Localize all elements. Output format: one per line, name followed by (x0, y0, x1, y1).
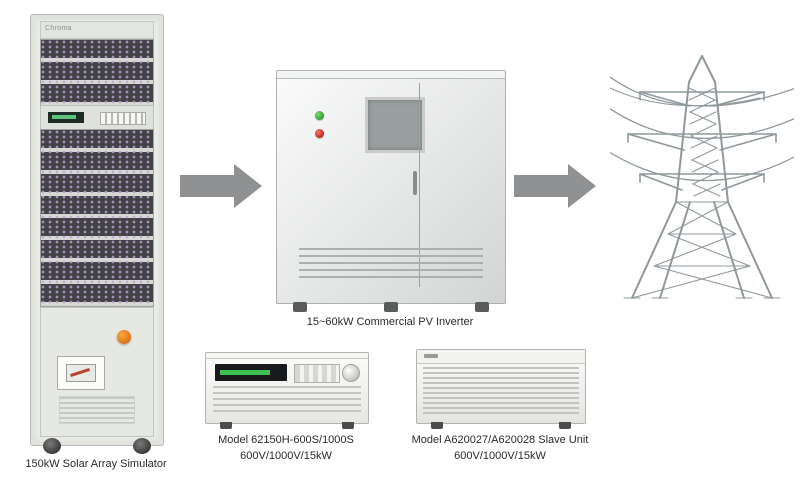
brand-mark-icon (424, 354, 438, 358)
unit-vent-grille (213, 386, 361, 414)
arrow-head (234, 164, 262, 208)
slave-unit-rating: 600V/1000V/15kW (454, 450, 546, 462)
breaker-handle (66, 364, 96, 382)
unit-foot-icon (431, 422, 443, 429)
unit-foot-icon (342, 422, 354, 429)
unit-display (215, 364, 287, 381)
arrow-shaft (180, 175, 234, 197)
inverter-vent-grille (299, 243, 483, 279)
inverter-caption: 15~60kW Commercial PV Inverter (306, 316, 474, 328)
control-display (48, 112, 84, 123)
unit-foot-icon (220, 422, 232, 429)
green-indicator-led-icon (315, 111, 324, 120)
unit-keypad (294, 364, 340, 383)
rack-vent-grille (59, 396, 135, 424)
tower-lattice (623, 87, 781, 299)
brand-logo: Chroma (45, 25, 72, 32)
arrow-shaft (514, 175, 568, 197)
inverter-top-cap (277, 71, 505, 79)
arrow-head (568, 164, 596, 208)
master-unit-caption: Model 62150H-600S/1000S 600V/1000V/15kW (186, 432, 386, 464)
unit-top-edge (206, 353, 368, 359)
emergency-stop-button-icon (117, 330, 131, 344)
inverter-display-window (365, 97, 425, 153)
tower-arms (627, 91, 777, 191)
caster-wheel-icon (43, 438, 61, 454)
control-keypad (100, 112, 146, 125)
slave-unit-model: Model A620027/A620028 Slave Unit (411, 434, 589, 446)
tower-body (631, 55, 773, 299)
rotary-knob-icon (342, 364, 360, 382)
door-handle (413, 171, 417, 195)
caster-foot-icon (293, 302, 307, 312)
master-unit-model: Model 62150H-600S/1000S (218, 434, 354, 446)
solar-array-simulator-rack: Chroma (30, 14, 164, 454)
slave-unit-a620027 (416, 349, 586, 429)
caster-foot-icon (475, 302, 489, 312)
flow-arrow-icon (514, 164, 596, 208)
caster-wheel-icon (133, 438, 151, 454)
rack-lower-panel (40, 307, 154, 437)
slave-unit-caption: Model A620027/A620028 Slave Unit 600V/10… (390, 432, 610, 464)
rack-control-panel (40, 105, 154, 131)
door-seam (419, 83, 420, 287)
transmission-tower-icon (610, 55, 794, 299)
unit-vent-grille (423, 367, 579, 415)
unit-top-strip (417, 350, 585, 364)
pv-inverter-cabinet (276, 70, 506, 312)
rack-module-bank-upper (40, 39, 154, 107)
unit-foot-icon (559, 422, 571, 429)
rack-module-bank-lower (40, 129, 154, 307)
master-unit-rating: 600V/1000V/15kW (240, 450, 332, 462)
flow-arrow-icon (180, 164, 262, 208)
breaker-switch (57, 356, 105, 390)
simulator-caption: 150kW Solar Array Simulator (25, 458, 167, 470)
rack-top-panel: Chroma (40, 21, 154, 39)
red-indicator-led-icon (315, 129, 324, 138)
master-unit-62150h (205, 352, 369, 429)
caster-foot-icon (384, 302, 398, 312)
